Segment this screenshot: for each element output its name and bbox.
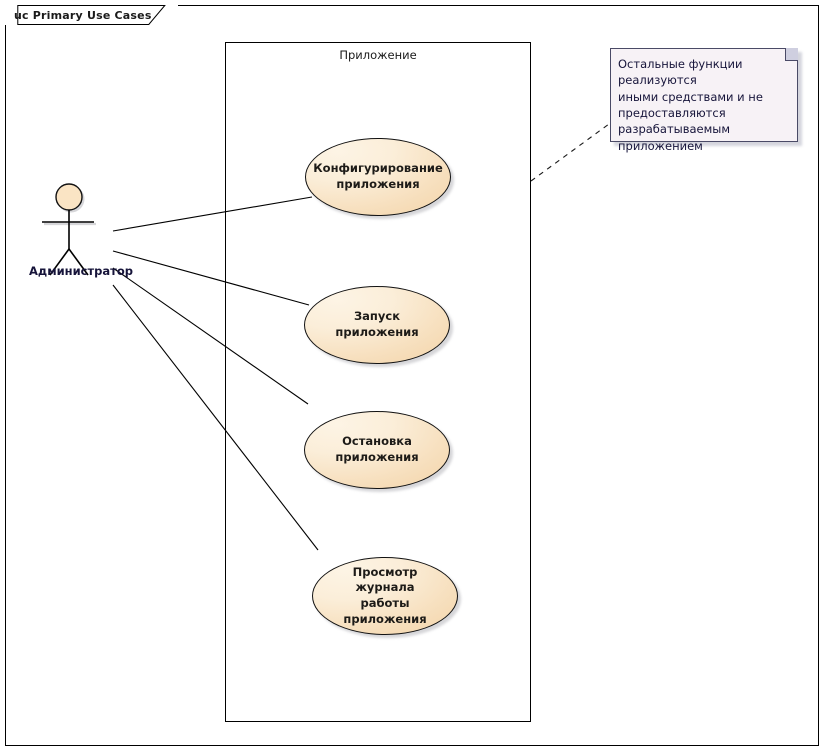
diagram-title-label: uc Primary Use Cases: [14, 8, 152, 22]
use-case-label: Просмотр журнала работы приложения: [343, 564, 427, 626]
actor-label: Администратор: [29, 264, 133, 278]
use-case-stop-application[interactable]: Остановка приложения: [304, 411, 453, 492]
use-case-configure-application[interactable]: Конфигурирование приложения: [305, 138, 454, 219]
use-case-label: Конфигурирование приложения: [313, 161, 443, 191]
use-case-ellipse: Просмотр журнала работы приложения: [312, 557, 458, 635]
title-tab-shape: [17, 5, 166, 25]
use-case-label: Запуск приложения: [335, 309, 419, 339]
use-case-start-application[interactable]: Запуск приложения: [304, 286, 453, 367]
diagram-title-tab[interactable]: uc Primary Use Cases: [5, 5, 178, 25]
note-body: [610, 48, 798, 142]
use-case-ellipse: Конфигурирование приложения: [305, 138, 451, 216]
note-fold-corner-icon: [785, 48, 798, 61]
note-text: Остальные функции реализуются иными сред…: [618, 57, 763, 153]
use-case-ellipse: Запуск приложения: [304, 286, 450, 364]
stick-figure-actor-icon: [42, 183, 96, 276]
note-comment[interactable]: Остальные функции реализуются иными сред…: [610, 48, 802, 153]
system-boundary-label: Приложение: [339, 48, 417, 62]
use-case-view-application-log[interactable]: Просмотр журнала работы приложения: [312, 557, 461, 638]
use-case-label: Остановка приложения: [335, 434, 419, 464]
use-case-ellipse: Остановка приложения: [304, 411, 450, 489]
actor-administrator[interactable]: [22, 181, 132, 281]
